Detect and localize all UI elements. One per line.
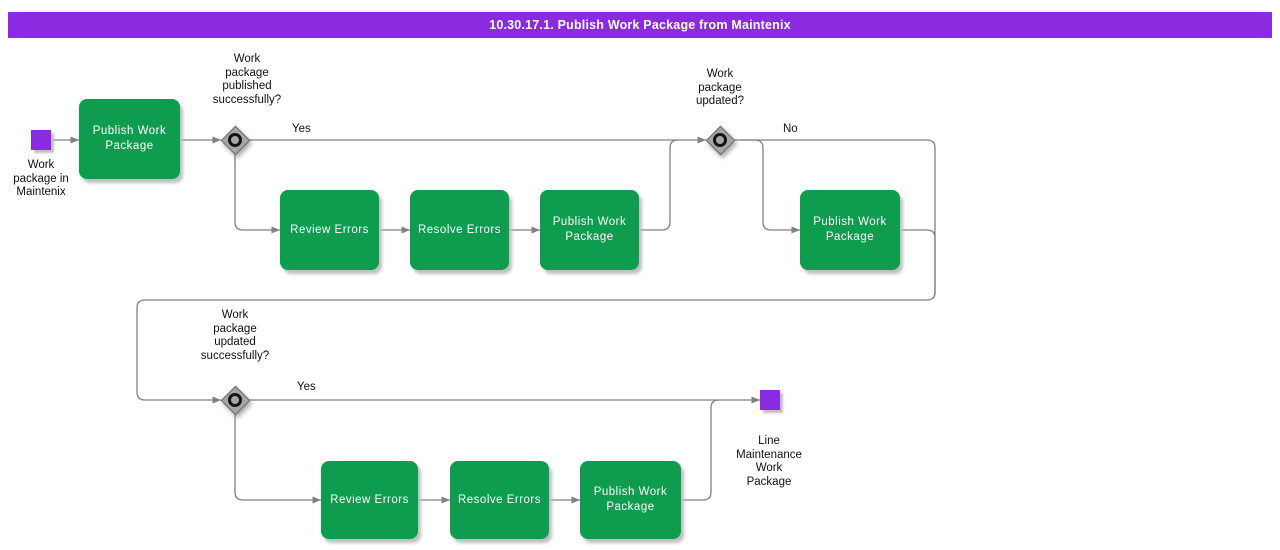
- diagram-title: 10.30.17.1. Publish Work Package from Ma…: [489, 18, 791, 32]
- gateway-updated-successfully: [220, 385, 251, 416]
- task-publish-work-package-4: Publish Work Package: [580, 461, 681, 539]
- task-resolve-errors-1: Resolve Errors: [410, 190, 509, 270]
- gateway1-question-label: Work package published successfully?: [212, 53, 282, 106]
- flow-gateway2-no-to-gateway3: [136, 139, 936, 404]
- gateway-work-package-updated: [705, 125, 736, 156]
- task-review-errors-2: Review Errors: [321, 461, 418, 539]
- diagram-title-bar: 10.30.17.1. Publish Work Package from Ma…: [8, 12, 1272, 38]
- gateway3-question-label: Work package updated successfully?: [200, 309, 270, 362]
- circle-gateway-icon: [228, 393, 242, 407]
- circle-gateway-icon: [713, 133, 727, 147]
- task-publish-work-package-2: Publish Work Package: [540, 190, 639, 270]
- task-publish-work-package-3: Publish Work Package: [800, 190, 900, 270]
- task-resolve-errors-2: Resolve Errors: [450, 461, 549, 539]
- flow-publish4-merge-up: [681, 399, 720, 501]
- task-review-errors-1: Review Errors: [280, 190, 379, 270]
- task-publish-work-package-1: Publish Work Package: [79, 99, 180, 179]
- flow-gateway3-down-to-review2: [234, 414, 321, 504]
- end-event-square: [760, 390, 780, 410]
- gateway3-yes-label: Yes: [297, 381, 316, 393]
- end-event-label: Line Maintenance Work Package: [736, 435, 802, 488]
- gateway1-yes-label: Yes: [292, 123, 311, 135]
- flow-publish2-merge-up: [639, 139, 679, 231]
- gateway2-no-label: No: [783, 123, 798, 135]
- circle-gateway-icon: [228, 133, 242, 147]
- flow-gateway1-down-to-review1: [234, 154, 280, 234]
- start-event-label: Work package in Maintenix: [13, 159, 69, 198]
- flow-publish3-merge-right: [900, 229, 936, 295]
- flow-gateway2-down-to-publish3: [740, 139, 800, 234]
- start-event-square: [31, 130, 51, 150]
- gateway2-question-label: Work package updated?: [696, 68, 744, 107]
- gateway-published-successfully: [220, 125, 251, 156]
